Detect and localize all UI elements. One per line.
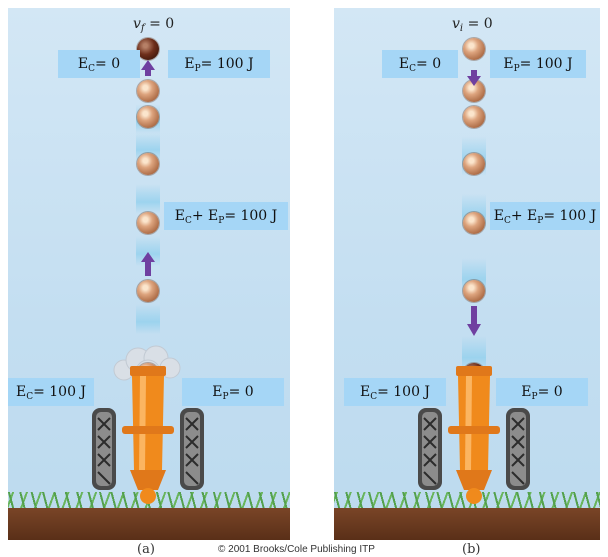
cannon bbox=[92, 366, 204, 504]
cannonball bbox=[137, 212, 159, 234]
ground bbox=[334, 508, 600, 540]
panel-a: vf = 0 bbox=[8, 8, 290, 540]
label-total-energy: EC+ EP= 100 J bbox=[490, 202, 600, 230]
cannonball bbox=[137, 106, 159, 128]
panel-b-title: vi = 0 bbox=[452, 16, 493, 34]
label-potential-energy-bottom: EP= 0 bbox=[182, 378, 284, 406]
label-total-energy: EC+ EP= 100 J bbox=[164, 202, 288, 230]
ground bbox=[8, 508, 290, 540]
label-potential-energy-top: EP= 100 J bbox=[168, 50, 270, 78]
arrow-down-icon bbox=[467, 70, 481, 86]
arrow-up-icon bbox=[141, 252, 155, 276]
grass bbox=[334, 492, 600, 512]
motion-trail bbox=[136, 184, 160, 214]
motion-trail bbox=[136, 304, 160, 334]
cannonball bbox=[137, 80, 159, 102]
arrow-up-icon bbox=[141, 60, 155, 76]
label-kinetic-energy-bottom: EC= 100 J bbox=[8, 378, 94, 406]
caption-b: (b) bbox=[462, 542, 481, 557]
label-potential-energy-bottom: EP= 0 bbox=[496, 378, 588, 406]
cannon bbox=[418, 366, 530, 504]
cannonball bbox=[463, 212, 485, 234]
label-kinetic-energy-top: EC= 0 bbox=[382, 50, 458, 78]
cannonball-top bbox=[137, 38, 159, 60]
label-potential-energy-top: EP= 100 J bbox=[490, 50, 586, 78]
cannonball bbox=[463, 80, 485, 102]
cannonball-top bbox=[463, 38, 485, 60]
cannonball bbox=[463, 106, 485, 128]
panel-b: vi = 0 EC= 0 bbox=[334, 8, 600, 540]
label-kinetic-energy-top: EC= 0 bbox=[58, 50, 140, 78]
cannonball bbox=[463, 153, 485, 175]
copyright-notice: © 2001 Brooks/Cole Publishing ITP bbox=[218, 544, 375, 555]
cannonball bbox=[137, 153, 159, 175]
panel-a-title: vf = 0 bbox=[133, 16, 175, 34]
label-kinetic-energy-bottom: EC= 100 J bbox=[344, 378, 446, 406]
arrow-down-icon bbox=[467, 306, 481, 336]
caption-a: (a) bbox=[137, 542, 155, 557]
cannonball bbox=[463, 280, 485, 302]
cannonball bbox=[137, 280, 159, 302]
